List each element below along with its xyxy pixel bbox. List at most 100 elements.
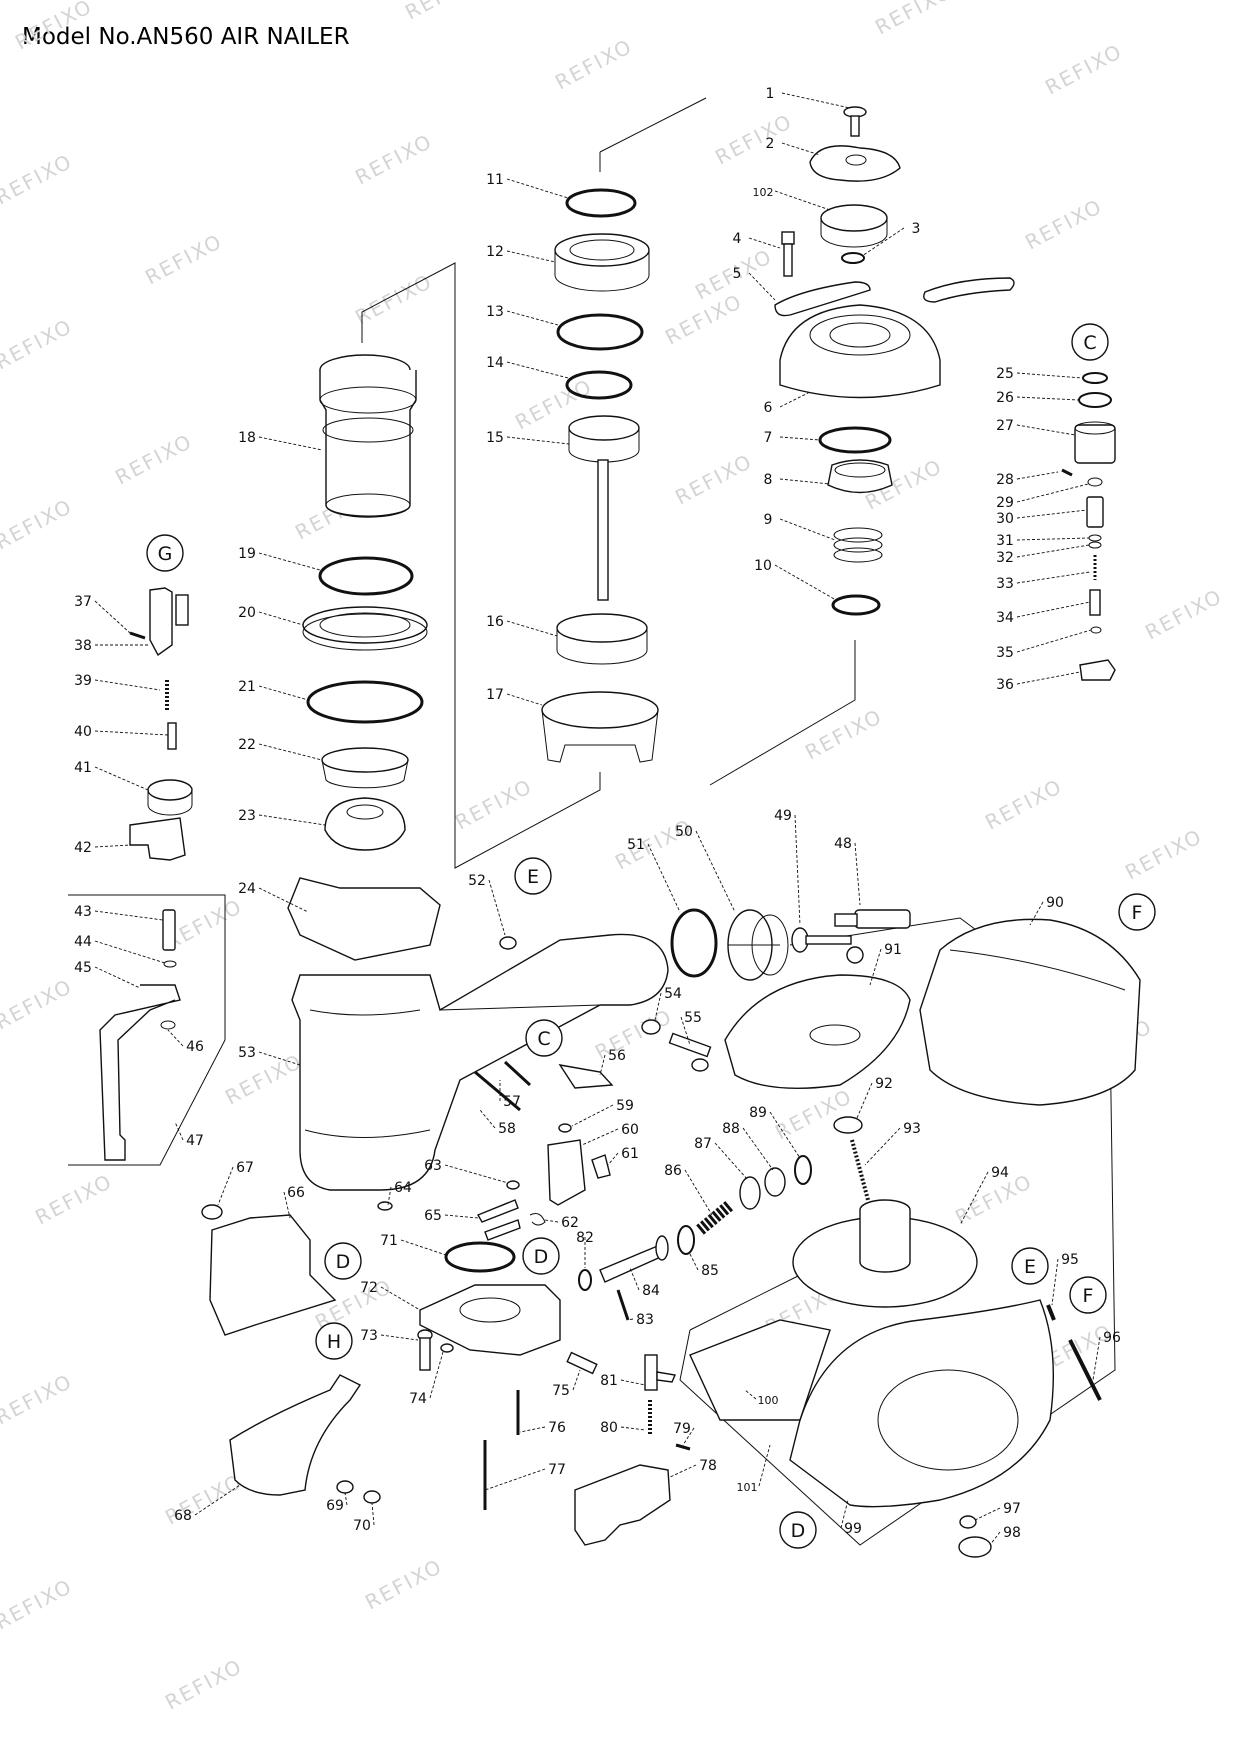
leader-line [444, 1164, 509, 1184]
part-number-label: 7 [764, 430, 773, 446]
part-number-label: 46 [186, 1039, 204, 1055]
leader-line [1016, 601, 1091, 618]
leader-line [387, 1186, 392, 1206]
leader-line [217, 1166, 234, 1206]
callout-letter: D [534, 1246, 549, 1268]
part-82-oring [578, 1269, 592, 1291]
leader-line [989, 1531, 1001, 1546]
part-85-oring [677, 1225, 695, 1255]
leader-line [488, 879, 506, 936]
part-62-spring [529, 1213, 546, 1226]
leader-line [779, 436, 821, 441]
part-29-oring [1087, 477, 1103, 487]
leader-line [506, 250, 556, 263]
leader-line [861, 227, 905, 257]
leader-line [94, 940, 166, 964]
part-5-plate [774, 277, 1015, 317]
part-number-label: 5 [733, 266, 742, 282]
part-number-label: 61 [621, 1146, 639, 1162]
leader-line [581, 1128, 619, 1146]
part-number-label: 21 [238, 679, 256, 695]
part-number-label: 79 [673, 1421, 691, 1437]
leader-line [769, 1111, 801, 1159]
leader-line [94, 966, 141, 989]
part-number-label: 63 [424, 1158, 442, 1174]
leader-line [599, 1054, 606, 1076]
callout-circle [525, 1019, 563, 1057]
part-number-label: 93 [903, 1121, 921, 1137]
part-number-label: 9 [764, 512, 773, 528]
part-number-label: 55 [684, 1010, 702, 1026]
watermark-text: REFIXO [361, 1554, 447, 1615]
part-17-housing [541, 691, 659, 763]
leader-line [94, 766, 149, 791]
leader-line [519, 1426, 546, 1433]
part-22-seal [321, 747, 409, 789]
leader-line [484, 1468, 546, 1491]
leader-line [429, 1351, 444, 1399]
part-number-label: 52 [468, 873, 486, 889]
leader-line [779, 478, 831, 485]
watermark-text: REFIXO [351, 269, 437, 330]
part-number-label: 80 [600, 1420, 618, 1436]
callout-circle [514, 857, 552, 895]
part-58-pin [474, 1070, 521, 1112]
leader-line [684, 1169, 713, 1216]
part-number-label: 88 [722, 1121, 740, 1137]
part-98-knob [958, 1536, 992, 1558]
callout-letter: F [1083, 1285, 1094, 1307]
part-97-washer [959, 1515, 977, 1529]
watermark-text: REFIXO [161, 1654, 247, 1715]
watermark-text: REFIXO [591, 1004, 677, 1065]
leader-line [1016, 544, 1090, 558]
part-number-label: 97 [1003, 1501, 1021, 1517]
part-19-oring [318, 556, 414, 596]
part-number-label: 45 [74, 960, 92, 976]
leader-line [544, 1219, 559, 1223]
part-number-label: 15 [486, 430, 504, 446]
callout-letter: F [1132, 902, 1143, 924]
part-number-label: 43 [74, 904, 92, 920]
leader-line [380, 1286, 421, 1311]
part-56-bracket [558, 1064, 614, 1089]
part-labels: 1210234567891011121314151617181920212223… [74, 86, 1121, 1541]
leader-line [682, 1427, 695, 1446]
leader-line [779, 391, 811, 408]
leader-line [629, 1267, 640, 1291]
part-44-clip [163, 960, 177, 968]
part-83-pin [616, 1289, 630, 1321]
callout-circle [1071, 323, 1109, 361]
part-6-cylinder-cap [779, 304, 941, 399]
leader-line [479, 1109, 496, 1129]
part-72-head [419, 1284, 561, 1356]
part-23-bumper [324, 797, 406, 851]
watermark-text: REFIXO [11, 0, 97, 54]
watermark-text: REFIXO [451, 774, 537, 835]
part-number-label: 23 [238, 808, 256, 824]
part-99-magazine [789, 1299, 1055, 1508]
callout-letter: E [1024, 1256, 1036, 1278]
part-number-label: 34 [996, 610, 1014, 626]
part-91-plate [724, 974, 911, 1090]
part-number-label: 11 [486, 172, 504, 188]
leader-line [258, 887, 309, 913]
leader-line [620, 1379, 646, 1386]
leader-line [506, 310, 559, 326]
part-95-pin [1046, 1304, 1056, 1321]
leader-line [371, 1502, 375, 1526]
watermark-text: REFIXO [0, 1574, 77, 1635]
part-number-label: 60 [621, 1122, 639, 1138]
callout-letter: C [537, 1028, 550, 1050]
part-number-label: 20 [238, 605, 256, 621]
part-52-nut [499, 936, 517, 950]
part-number-label: 84 [642, 1283, 660, 1299]
part-71-oring [444, 1241, 516, 1273]
part-90-magazine-cover [919, 918, 1141, 1106]
callout-circle [779, 1511, 817, 1549]
watermark-text: REFIXO [671, 449, 757, 510]
watermark-text: REFIXO [611, 814, 697, 875]
part-68-guard [229, 1374, 362, 1496]
part-number-label: 95 [1061, 1252, 1079, 1268]
watermark-text: REFIXO [31, 1169, 117, 1230]
part-number-label: 30 [996, 511, 1014, 527]
